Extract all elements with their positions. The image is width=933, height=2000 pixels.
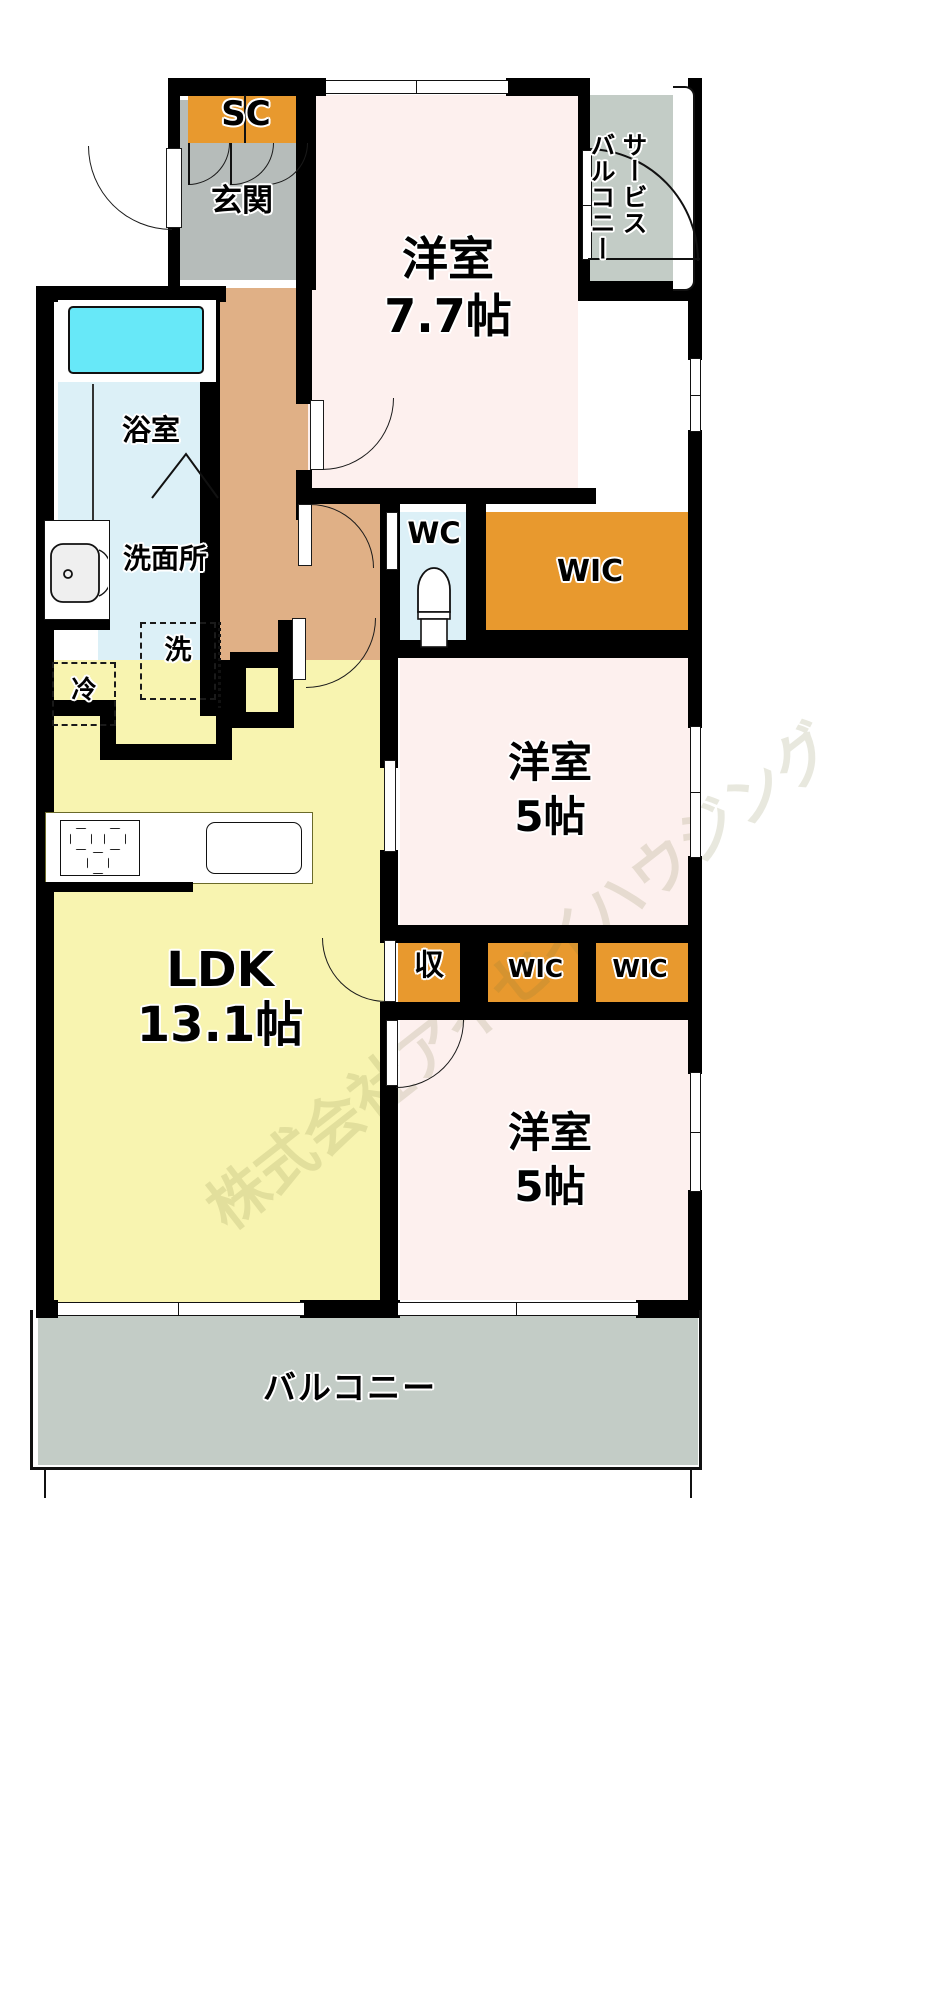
wall: [36, 700, 111, 716]
wall: [36, 286, 54, 516]
wic-main-label: WIC: [556, 554, 624, 589]
shoe-closet-label: SC: [221, 94, 271, 134]
wall: [36, 1300, 58, 1318]
bedroom-mid-size: 5帖: [514, 792, 586, 841]
storage-floor: [398, 940, 460, 1005]
bedroom-main-size: 7.7帖: [384, 289, 512, 343]
balcony-outline: [30, 1310, 702, 1470]
balcony-label: バルコニー: [262, 1368, 438, 1407]
wall: [466, 498, 486, 658]
wic-main-floor: [485, 512, 695, 647]
fridge-label: 冷: [71, 675, 97, 704]
sc-divider: [230, 143, 232, 185]
wall: [230, 712, 292, 728]
wall: [100, 744, 230, 760]
wall: [688, 300, 702, 360]
wall: [688, 856, 702, 956]
wall: [578, 281, 700, 301]
toilet-icon: [417, 567, 451, 648]
fridge-slot: [52, 662, 116, 726]
ldk-label: LDK: [166, 942, 274, 998]
wall: [168, 78, 180, 148]
window-service-balcony: [582, 150, 592, 260]
service-balcony-threshold: [588, 258, 700, 260]
window-bedroom-main: [326, 80, 508, 94]
sink-icon: [50, 543, 108, 603]
balcony-floor: [38, 1310, 698, 1465]
wc-door-leaf[interactable]: [386, 512, 398, 570]
wall: [168, 228, 180, 290]
bedroom-mid-floor: [400, 655, 695, 935]
wic-left-floor: [487, 940, 584, 1008]
ldk-size: 13.1帖: [136, 997, 304, 1053]
entrance-label: 玄関: [211, 183, 273, 219]
window-bedroom-south: [690, 1072, 701, 1192]
bathtub: [68, 306, 204, 374]
burner-icon: [87, 852, 109, 874]
slider-ldk-balcony: [58, 1302, 304, 1316]
wall: [688, 498, 702, 728]
sc-divider: [244, 95, 246, 143]
bedroom-main-label: 洋室: [402, 232, 494, 286]
balcony-drop: [44, 1468, 692, 1498]
bedroom-south-label: 洋室: [507, 1108, 592, 1157]
wall: [636, 1300, 702, 1318]
wall: [230, 652, 246, 727]
window-bedroom-mid: [690, 726, 701, 858]
wall: [688, 430, 702, 498]
service-balcony-label-1: サービス: [619, 132, 648, 236]
wall: [296, 78, 316, 290]
wall: [300, 1300, 400, 1318]
washroom-label: 洗面所: [122, 542, 207, 575]
bath-door-fold[interactable]: [150, 450, 220, 500]
wall: [380, 658, 398, 768]
wall: [168, 78, 316, 96]
service-balcony-label-2: バルコニー: [587, 132, 616, 262]
bedroom-mid-door-leaf[interactable]: [384, 760, 396, 852]
wic-right-floor: [592, 940, 688, 1008]
entrance-door-swing: [88, 146, 172, 230]
wall: [36, 876, 54, 1316]
wall: [578, 1002, 698, 1020]
sc-divider: [188, 143, 190, 185]
wall: [278, 620, 294, 728]
washer-label: 洗: [164, 635, 192, 666]
bedroom-south-floor: [400, 1015, 695, 1300]
wic-left-label: WIC: [507, 954, 564, 983]
bath-label: 浴室: [121, 413, 180, 447]
wall: [36, 286, 226, 302]
wall: [296, 286, 312, 404]
bedroom-south-size: 5帖: [514, 1162, 586, 1211]
kitchen-sink-icon: [206, 822, 302, 874]
washer-slot: [140, 622, 216, 700]
wall: [460, 925, 488, 1020]
service-balcony-floor: [585, 95, 673, 288]
bath-panel-line: [92, 384, 94, 616]
service-balcony-door-swing: [589, 148, 699, 262]
wall: [296, 488, 596, 504]
bedroom-mid-label: 洋室: [507, 738, 592, 787]
kitchen-base: [45, 882, 193, 892]
storage-label: 収: [414, 948, 444, 983]
wic-right-label: WIC: [612, 954, 668, 983]
wall: [296, 78, 326, 96]
burner-icon: [104, 828, 126, 850]
wall: [380, 1020, 398, 1316]
ldk-floor-2: [45, 870, 393, 1310]
wall: [203, 286, 221, 302]
wall: [380, 850, 398, 940]
ldk-door-leaf[interactable]: [292, 618, 306, 680]
slider-bedroom-balcony: [398, 1302, 638, 1316]
wall: [486, 1002, 586, 1020]
wall: [506, 78, 586, 96]
washroom-edge-dots: [218, 622, 221, 708]
wall: [380, 925, 690, 943]
wall: [380, 640, 696, 658]
window-right-upper: [690, 358, 701, 432]
burner-icon: [70, 828, 92, 850]
wall: [578, 932, 596, 1020]
service-balcony-rail: [673, 86, 695, 291]
wall: [688, 1190, 702, 1314]
toilet-label: WC: [407, 516, 461, 550]
